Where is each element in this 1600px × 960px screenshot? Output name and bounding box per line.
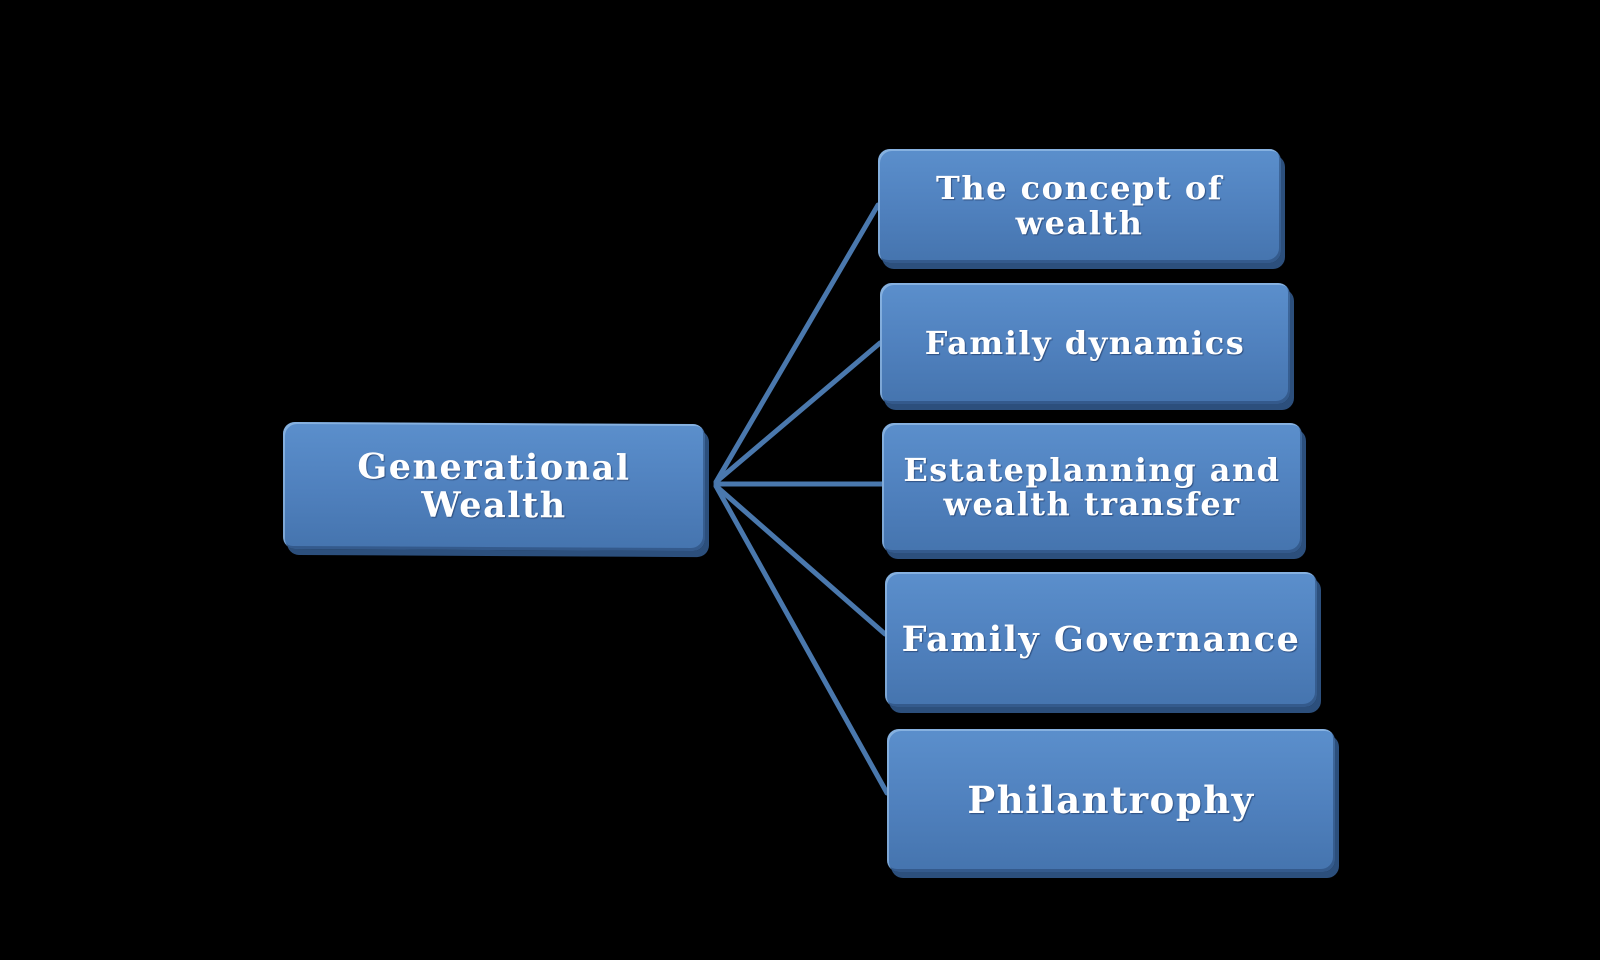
child-node-concept-of-wealth: The concept of wealth <box>878 149 1281 263</box>
root-node: Generational Wealth <box>283 421 705 552</box>
child-node-label: Philantrophy <box>967 777 1255 822</box>
child-node-label: The concept of wealth <box>936 169 1223 242</box>
child-node-label: Family dynamics <box>924 324 1246 363</box>
child-node-estate-planning: Estateplanning and wealth transfer <box>882 423 1302 553</box>
child-node-family-dynamics: Family dynamics <box>880 283 1290 404</box>
child-node-label: Family Governance <box>901 618 1301 660</box>
connector-4 <box>713 483 890 796</box>
child-node-family-governance: Family Governance <box>885 572 1317 707</box>
connector-3 <box>713 483 888 637</box>
child-node-label: Estateplanning and wealth transfer <box>903 451 1281 523</box>
connector-0 <box>713 202 881 485</box>
child-node-philantrophy: Philantrophy <box>887 729 1335 872</box>
connector-1 <box>713 340 883 485</box>
root-node-label: Generational Wealth <box>357 445 631 526</box>
